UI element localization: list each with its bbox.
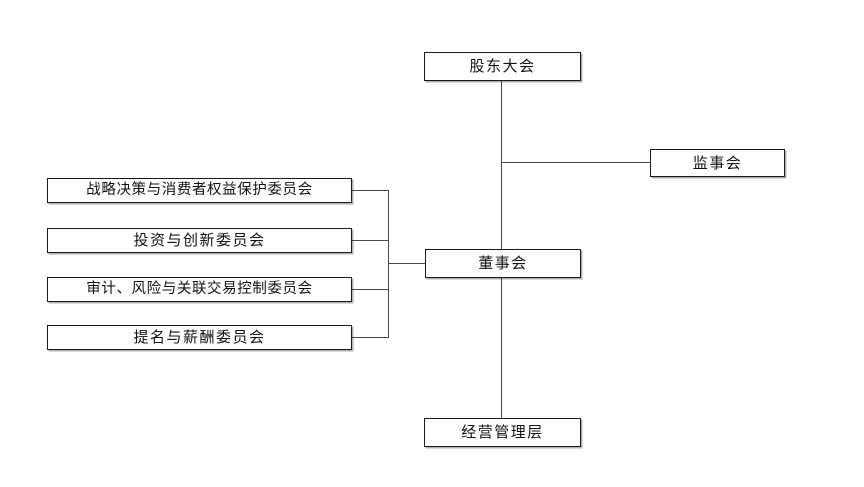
connector-committee-bus-to-board xyxy=(388,263,425,264)
connector-committee-4-stub xyxy=(352,337,389,338)
node-committee-strategy-consumer-rights-label: 战略决策与消费者权益保护委员会 xyxy=(86,182,313,199)
node-board-of-directors-label: 董事会 xyxy=(478,254,528,272)
connector-committee-3-stub xyxy=(352,289,389,290)
node-committee-audit-risk-related-party[interactable]: 审计、风险与关联交易控制委员会 xyxy=(47,277,352,302)
connector-shareholders-to-board xyxy=(501,80,502,257)
node-shareholders-meeting-label: 股东大会 xyxy=(469,57,536,75)
node-management-layer[interactable]: 经营管理层 xyxy=(424,418,581,447)
connector-committee-1-stub xyxy=(352,190,389,191)
node-committee-investment-innovation[interactable]: 投资与创新委员会 xyxy=(47,228,352,253)
node-committee-investment-innovation-label: 投资与创新委员会 xyxy=(133,231,266,249)
node-board-of-supervisors[interactable]: 监事会 xyxy=(650,149,785,177)
node-committee-audit-risk-related-party-label: 审计、风险与关联交易控制委员会 xyxy=(86,281,313,298)
node-shareholders-meeting[interactable]: 股东大会 xyxy=(424,52,581,81)
node-committee-nomination-remuneration[interactable]: 提名与薪酬委员会 xyxy=(47,325,352,350)
connector-committee-2-stub xyxy=(352,240,389,241)
node-board-of-supervisors-label: 监事会 xyxy=(692,153,743,172)
node-committee-strategy-consumer-rights[interactable]: 战略决策与消费者权益保护委员会 xyxy=(47,178,352,203)
connector-board-to-supervisors xyxy=(501,162,651,163)
node-management-layer-label: 经营管理层 xyxy=(461,423,544,441)
node-board-of-directors[interactable]: 董事会 xyxy=(425,249,581,278)
node-committee-nomination-remuneration-label: 提名与薪酬委员会 xyxy=(133,328,266,346)
connector-board-to-management xyxy=(501,277,502,419)
